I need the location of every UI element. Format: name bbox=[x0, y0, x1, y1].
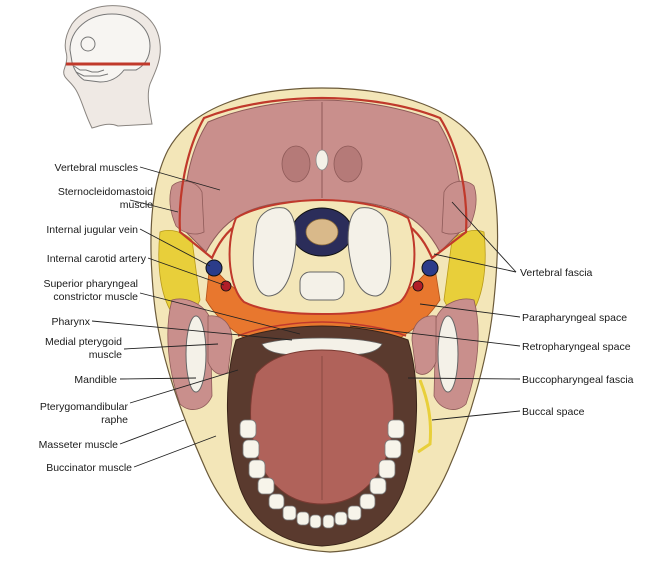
vertebral-body-bone-right bbox=[347, 207, 392, 297]
leader-sternocleidomastoid bbox=[129, 199, 179, 213]
spinous-process bbox=[315, 149, 329, 171]
spinal-cord bbox=[305, 218, 339, 246]
label-parapharyngeal-space: Parapharyngeal space bbox=[522, 312, 627, 324]
buccal-space-fat bbox=[417, 379, 432, 454]
orbit-shape bbox=[80, 36, 96, 52]
neck-cross-section bbox=[150, 87, 499, 553]
internal-carotid-artery-right bbox=[412, 280, 424, 292]
leader-superior-pharyngeal bbox=[139, 292, 301, 335]
label-vertebral-muscles: Vertebral muscles bbox=[55, 162, 138, 174]
leader-vertebral-fascia-b bbox=[433, 253, 517, 273]
vertebral-fascia-line bbox=[178, 96, 468, 260]
lower-dental-arch bbox=[239, 419, 405, 529]
leader-internal-carotid-artery bbox=[147, 257, 225, 286]
labels-right: Vertebral fascia Parapharyngeal space Re… bbox=[520, 267, 634, 418]
internal-jugular-vein-right bbox=[421, 259, 439, 277]
label-pharynx: Pharynx bbox=[51, 316, 90, 328]
leader-vertebral-fascia-a bbox=[451, 201, 517, 273]
leader-parapharyngeal bbox=[419, 303, 521, 318]
label-mandible: Mandible bbox=[74, 374, 117, 386]
atlas-anterior-arch bbox=[299, 271, 345, 301]
label-buccinator-muscle: Buccinator muscle bbox=[46, 462, 132, 474]
jaw-teeth bbox=[73, 65, 109, 77]
leader-buccinator bbox=[133, 435, 217, 468]
posterior-muscle-right bbox=[333, 145, 363, 183]
leader-pharynx bbox=[91, 320, 293, 341]
leader-lines-right bbox=[349, 201, 521, 421]
mandible-ramus-right bbox=[437, 315, 459, 393]
leader-buccal-space bbox=[431, 410, 521, 421]
leader-buccopharyngeal bbox=[407, 377, 521, 380]
leader-lines-left bbox=[91, 166, 301, 468]
mandible-ramus-left bbox=[185, 315, 207, 393]
posterior-muscle-left bbox=[281, 145, 311, 183]
leader-mandible bbox=[119, 377, 197, 380]
head-orientation-inset bbox=[63, 5, 161, 129]
label-vertebral-fascia: Vertebral fascia bbox=[520, 267, 593, 279]
buccopharyngeal-fascia-line bbox=[237, 321, 407, 337]
leader-medial-pterygoid bbox=[123, 343, 219, 350]
leader-masseter bbox=[119, 419, 185, 445]
leader-vertebral-muscles bbox=[139, 166, 221, 191]
internal-jugular-vein-left bbox=[205, 259, 223, 277]
label-buccal-space: Buccal space bbox=[522, 406, 585, 418]
label-masseter-muscle: Masseter muscle bbox=[39, 439, 119, 451]
vertebral-body-bone bbox=[252, 207, 297, 297]
medial-pterygoid-right bbox=[411, 315, 437, 375]
soft-palate bbox=[261, 337, 383, 357]
label-internal-jugular-vein: Internal jugular vein bbox=[46, 224, 138, 236]
medial-pterygoid-left bbox=[207, 315, 233, 375]
internal-carotid-artery-left bbox=[220, 280, 232, 292]
label-internal-carotid-artery: Internal carotid artery bbox=[47, 253, 147, 265]
leader-retropharyngeal bbox=[349, 325, 521, 347]
leader-internal-jugular-vein bbox=[139, 228, 211, 267]
label-buccopharyngeal-fascia: Buccopharyngeal fascia bbox=[522, 374, 634, 386]
sternocleidomastoid-left bbox=[169, 180, 205, 235]
leader-pterygomandibular bbox=[129, 369, 239, 404]
label-retropharyngeal-space: Retropharyngeal space bbox=[522, 341, 631, 353]
vertebral-muscle-mass bbox=[183, 99, 463, 253]
sternocleidomastoid-right bbox=[441, 180, 477, 235]
